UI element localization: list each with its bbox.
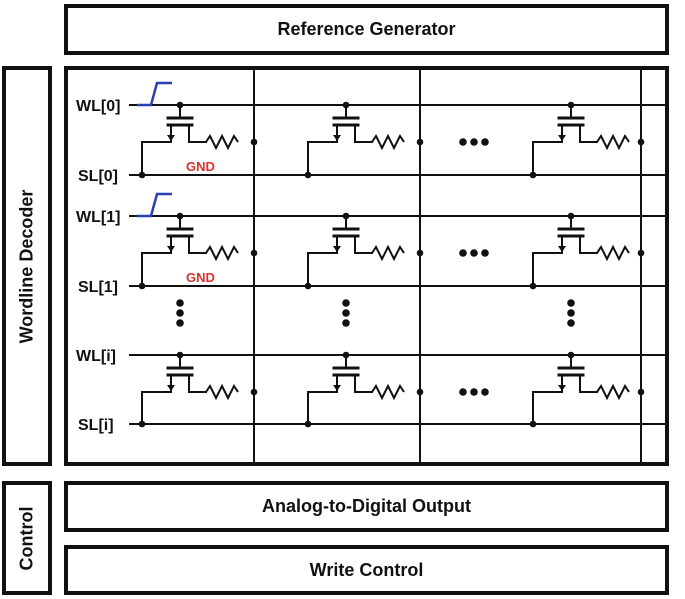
wordline-label-0: WL[0] <box>76 98 120 115</box>
resistor <box>596 133 630 151</box>
memory-cell-0-2 <box>529 101 630 179</box>
bitline-junction-dot <box>250 249 258 257</box>
horizontal-ellipsis-dot <box>459 138 467 146</box>
resistor <box>371 383 405 401</box>
adc-output-block: Analog-to-Digital Output <box>64 481 669 532</box>
resistor <box>205 133 239 151</box>
source-arrow <box>333 246 341 252</box>
memory-cell-1-0 <box>138 212 239 290</box>
sl-junction-dot <box>304 420 312 428</box>
memory-cell-2-0 <box>138 351 239 428</box>
memory-cell-2-1 <box>304 351 405 428</box>
vertical-ellipsis-dot-2 <box>567 299 575 307</box>
bitline-junction-dot <box>637 249 645 257</box>
horizontal-ellipsis-dot <box>481 138 489 146</box>
vertical-ellipsis-dot-0 <box>176 309 184 317</box>
wordline-label-2: WL[i] <box>76 348 116 365</box>
sourceline-label-2: SL[i] <box>78 417 114 434</box>
reference-generator-block: Reference Generator <box>64 4 669 55</box>
horizontal-ellipsis-dot <box>481 388 489 396</box>
sl-junction-dot <box>138 420 146 428</box>
source-arrow <box>558 246 566 252</box>
write-control-block: Write Control <box>64 545 669 595</box>
gnd-label-0: GND <box>186 159 215 174</box>
bitline-junction-dot <box>416 388 424 396</box>
wordline-pulse-icon <box>137 81 172 107</box>
sl-junction-dot <box>138 171 146 179</box>
write-control-label: Write Control <box>309 559 424 580</box>
horizontal-ellipsis-dot <box>459 249 467 257</box>
reference-generator-label: Reference Generator <box>277 19 456 39</box>
source-arrow <box>333 135 341 141</box>
memory-cell-1-1 <box>304 212 405 290</box>
horizontal-ellipsis-dot <box>470 388 478 396</box>
sl-junction-dot <box>138 282 146 290</box>
sl-junction-dot <box>529 282 537 290</box>
vertical-ellipsis-dot-0 <box>176 319 184 327</box>
wordline-pulse-icon <box>137 192 172 218</box>
sl-junction-dot <box>529 171 537 179</box>
memory-cell-2-2 <box>529 351 630 428</box>
source-arrow <box>558 135 566 141</box>
resistor <box>371 244 405 262</box>
wordline-label-1: WL[1] <box>76 209 120 226</box>
resistor <box>371 133 405 151</box>
resistor <box>596 244 630 262</box>
memory-cell-0-1 <box>304 101 405 179</box>
memory-cell-1-2 <box>529 212 630 290</box>
bitline-junction-dot <box>637 388 645 396</box>
horizontal-ellipsis-dot <box>470 249 478 257</box>
vertical-ellipsis-dot-1 <box>342 309 350 317</box>
source-arrow <box>167 385 175 391</box>
bitline-junction-dot <box>250 388 258 396</box>
vertical-ellipsis-dot-2 <box>567 309 575 317</box>
vertical-ellipsis-dot-1 <box>342 299 350 307</box>
sl-junction-dot <box>304 171 312 179</box>
source-arrow <box>558 385 566 391</box>
adc-output-label: Analog-to-Digital Output <box>262 496 471 516</box>
bitline-junction-dot <box>250 138 258 146</box>
sl-junction-dot <box>529 420 537 428</box>
resistor <box>596 383 630 401</box>
control-block: Control <box>2 481 52 595</box>
memory-array-block <box>64 66 669 466</box>
horizontal-ellipsis-dot <box>481 249 489 257</box>
sourceline-label-1: SL[1] <box>78 279 118 296</box>
horizontal-ellipsis-dot <box>470 138 478 146</box>
gnd-label-1: GND <box>186 270 215 285</box>
bitline-junction-dot <box>637 138 645 146</box>
resistor <box>205 244 239 262</box>
bitline-junction-dot <box>416 249 424 257</box>
wordline-decoder-block: Wordline Decoder <box>2 66 52 466</box>
horizontal-ellipsis-dot <box>459 388 467 396</box>
resistor <box>205 383 239 401</box>
source-arrow <box>333 385 341 391</box>
vertical-ellipsis-dot-1 <box>342 319 350 327</box>
vertical-ellipsis-dot-2 <box>567 319 575 327</box>
sl-junction-dot <box>304 282 312 290</box>
sourceline-label-0: SL[0] <box>78 168 118 185</box>
source-arrow <box>167 246 175 252</box>
bitline-junction-dot <box>416 138 424 146</box>
memory-cell-0-0 <box>138 101 239 179</box>
source-arrow <box>167 135 175 141</box>
vertical-ellipsis-dot-0 <box>176 299 184 307</box>
